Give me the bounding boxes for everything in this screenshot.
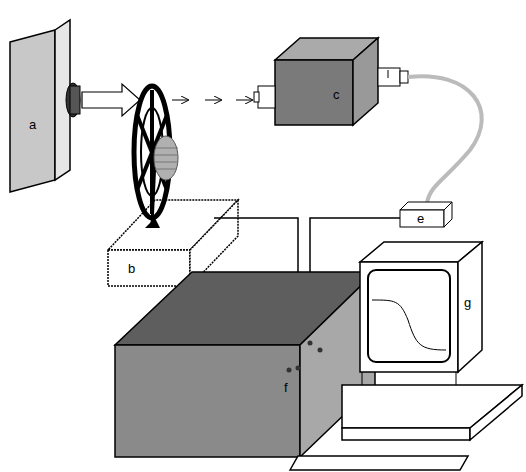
light-beam — [82, 84, 140, 116]
signal-cable — [408, 76, 482, 203]
computer — [290, 242, 522, 470]
part-label: a — [29, 118, 36, 131]
lock-in-amplifier — [115, 272, 375, 457]
chopper-wheel — [134, 86, 178, 228]
part-label: g — [464, 296, 471, 309]
part-label: e — [417, 212, 424, 225]
detector — [254, 38, 408, 125]
light-source — [10, 20, 80, 192]
chopped-beam — [172, 100, 252, 101]
part-label: c — [333, 88, 340, 101]
part-label: b — [128, 262, 135, 275]
preamplifier — [400, 202, 452, 227]
part-label: f — [284, 381, 288, 394]
